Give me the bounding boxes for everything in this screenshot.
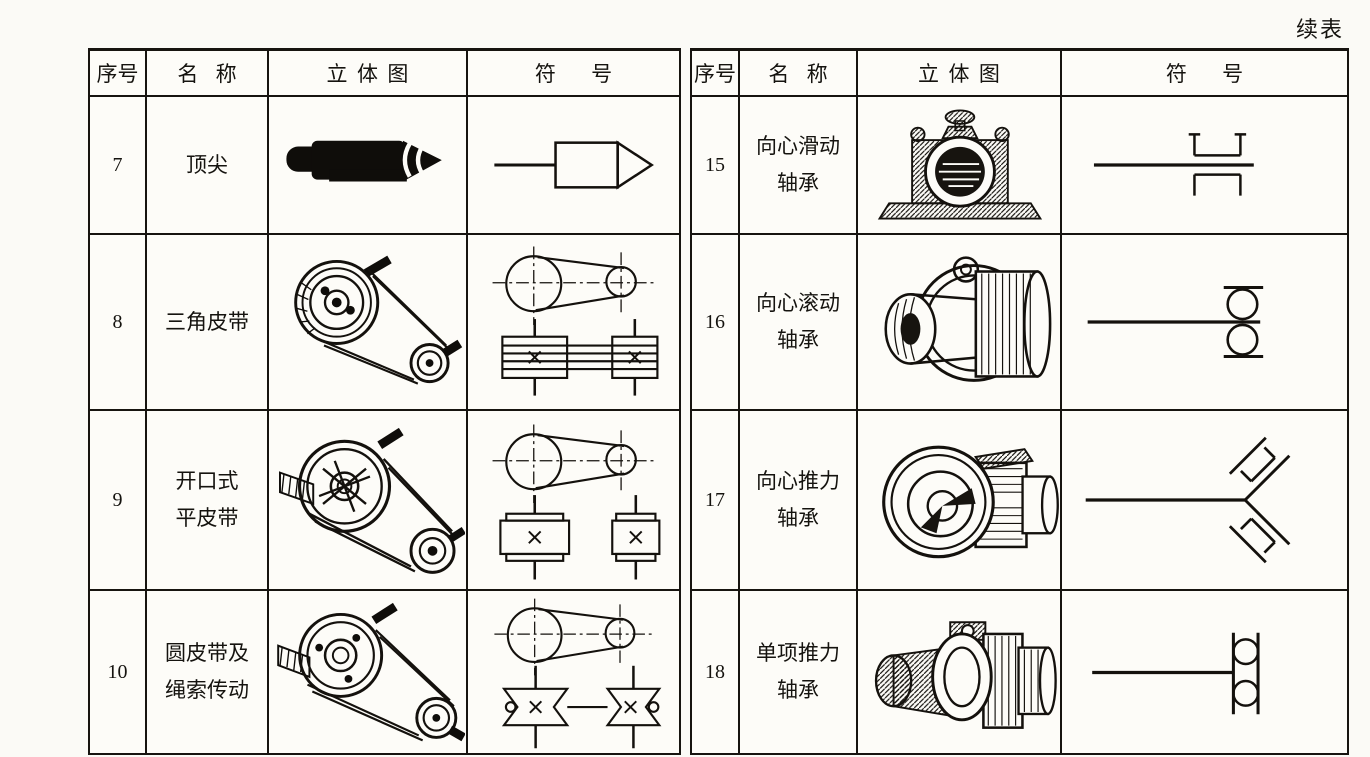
row-name: 顶尖 (145, 95, 267, 233)
pictorial-cell (856, 589, 1060, 753)
header-pictorial: 立体图 (856, 51, 1060, 95)
row-name: 向心推力 轴承 (738, 409, 856, 589)
row-no: 9 (90, 409, 145, 589)
row-no: 17 (692, 409, 738, 589)
pictorial-cell (856, 409, 1060, 589)
row-name: 三角皮带 (145, 233, 267, 409)
header-name: 名 称 (738, 51, 856, 95)
symbol-cell (1060, 95, 1347, 233)
header-pictorial: 立体图 (267, 51, 466, 95)
rolling-bearing-pictorial-icon (884, 256, 1052, 382)
pictorial-cell (267, 589, 466, 753)
header-name: 名 称 (145, 51, 267, 95)
row-no: 15 (692, 95, 738, 233)
open-flat-belt-pictorial-icon (279, 427, 465, 574)
pictorial-cell (856, 95, 1060, 233)
radial-rolling-bearing-symbol-icon (1087, 286, 1264, 358)
table-right-half: 序号 名 称 立体图 符 号 15 向心滑动 轴承 (690, 48, 1349, 755)
single-thrust-bearing-symbol-icon (1092, 632, 1260, 714)
symbol-cell (466, 95, 679, 233)
thrust-bearing-pictorial-icon (874, 620, 1057, 729)
row-name: 圆皮带及 绳索传动 (145, 589, 267, 753)
row-name: 向心滚动 轴承 (738, 233, 856, 409)
row-name: 单项推力 轴承 (738, 589, 856, 753)
symbol-cell (1060, 589, 1347, 753)
symbol-cell (1060, 409, 1347, 589)
row-no: 7 (90, 95, 145, 233)
pictorial-cell (856, 233, 1060, 409)
header-symbol: 符 号 (1060, 51, 1347, 95)
table-left-half: 序号 名 称 立体图 符 号 7 顶尖 8 三角皮带 (88, 48, 681, 755)
row-no: 8 (90, 233, 145, 409)
continued-table-label: 续表 (1295, 17, 1344, 42)
header-no: 序号 (96, 62, 139, 86)
symbol-cell (1060, 233, 1347, 409)
plain-sliding-bearing-pictorial-icon (877, 109, 1043, 220)
symbol-cell (466, 233, 679, 409)
flat-belt-drive-symbol-icon (492, 424, 661, 580)
header-no: 序号 (694, 62, 736, 86)
round-belt-drive-symbol-icon (494, 598, 662, 748)
symbol-cell (466, 589, 679, 753)
row-no: 16 (692, 233, 738, 409)
pictorial-cell (267, 409, 466, 589)
dead-center-symbol-icon (494, 140, 654, 190)
v-belt-drive-pictorial-icon (294, 255, 463, 385)
pictorial-cell (267, 95, 466, 233)
v-belt-drive-symbol-icon (492, 246, 659, 396)
symbol-cell (466, 409, 679, 589)
round-belt-rope-drive-pictorial-icon (277, 602, 465, 741)
row-no: 10 (90, 589, 145, 753)
row-name: 向心滑动 轴承 (738, 95, 856, 233)
header-symbol: 符 号 (466, 51, 679, 95)
pictorial-cell (267, 233, 466, 409)
angular-contact-bearing-pictorial-icon (882, 445, 1059, 559)
row-name: 开口式 平皮带 (145, 409, 267, 589)
radial-plain-bearing-symbol-icon (1093, 133, 1254, 196)
lathe-center-pictorial-icon (286, 140, 442, 182)
radial-thrust-bearing-symbol-icon (1085, 436, 1291, 564)
row-no: 18 (692, 589, 738, 753)
